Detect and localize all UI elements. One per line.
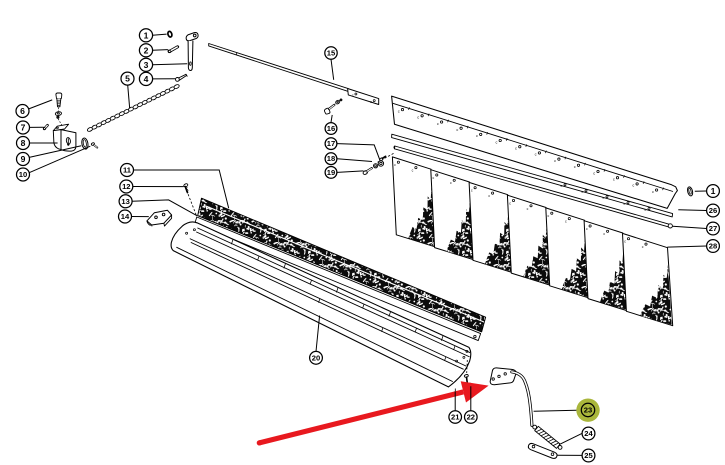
svg-text:c: c — [488, 194, 490, 198]
svg-text:c: c — [412, 169, 414, 173]
svg-text:12: 12 — [122, 182, 130, 191]
svg-text:10: 10 — [19, 170, 27, 179]
svg-text:11: 11 — [123, 166, 132, 175]
svg-text:c: c — [437, 122, 439, 126]
svg-text:27: 27 — [709, 224, 717, 233]
svg-text:c: c — [535, 153, 537, 157]
svg-text:c: c — [582, 190, 584, 194]
svg-text:c: c — [476, 134, 478, 138]
svg-text:8: 8 — [21, 138, 26, 148]
svg-text:4: 4 — [144, 74, 149, 84]
svg-text:c: c — [593, 171, 595, 175]
svg-text:1: 1 — [711, 186, 716, 196]
svg-text:c: c — [561, 184, 563, 188]
svg-text:25: 25 — [584, 451, 593, 460]
svg-text:22: 22 — [467, 413, 475, 422]
svg-text:23: 23 — [584, 406, 592, 415]
svg-text:c: c — [495, 140, 497, 144]
svg-text:7: 7 — [21, 123, 26, 133]
svg-text:c: c — [554, 159, 556, 163]
svg-text:c: c — [398, 109, 400, 113]
svg-text:c: c — [565, 220, 567, 224]
svg-text:c: c — [624, 202, 626, 206]
svg-text:c: c — [548, 214, 550, 218]
svg-text:14: 14 — [121, 212, 130, 221]
svg-text:c: c — [509, 201, 511, 205]
svg-text:c: c — [433, 176, 435, 180]
svg-text:c: c — [613, 178, 615, 182]
svg-text:c: c — [450, 181, 452, 185]
svg-text:16: 16 — [327, 124, 335, 133]
svg-text:c: c — [624, 240, 626, 244]
svg-text:c: c — [652, 190, 654, 194]
svg-text:c: c — [417, 116, 419, 120]
svg-text:1: 1 — [144, 30, 149, 40]
svg-text:3: 3 — [144, 60, 149, 70]
svg-text:c: c — [456, 128, 458, 132]
svg-text:c: c — [603, 232, 605, 236]
svg-text:13: 13 — [121, 197, 129, 206]
svg-text:26: 26 — [709, 206, 717, 215]
svg-text:19: 19 — [327, 168, 335, 177]
svg-text:5: 5 — [125, 74, 130, 84]
svg-text:28: 28 — [709, 242, 717, 251]
svg-text:c: c — [370, 100, 372, 104]
svg-text:c: c — [574, 165, 576, 169]
svg-text:c: c — [352, 94, 354, 98]
svg-text:c: c — [642, 245, 644, 249]
svg-text:c: c — [515, 147, 517, 151]
svg-text:c: c — [645, 208, 647, 212]
svg-text:21: 21 — [451, 413, 460, 422]
svg-text:c: c — [394, 163, 396, 167]
svg-text:c: c — [632, 184, 634, 188]
svg-text:15: 15 — [327, 49, 336, 58]
svg-text:20: 20 — [312, 353, 320, 362]
svg-text:2: 2 — [144, 45, 149, 55]
svg-text:24: 24 — [584, 429, 593, 438]
svg-text:9: 9 — [21, 154, 26, 164]
svg-text:18: 18 — [327, 154, 335, 163]
svg-text:c: c — [527, 207, 529, 211]
svg-text:c: c — [603, 196, 605, 200]
svg-text:17: 17 — [327, 139, 335, 148]
svg-text:6: 6 — [20, 106, 25, 116]
svg-text:c: c — [586, 227, 588, 231]
svg-text:c: c — [471, 189, 473, 193]
